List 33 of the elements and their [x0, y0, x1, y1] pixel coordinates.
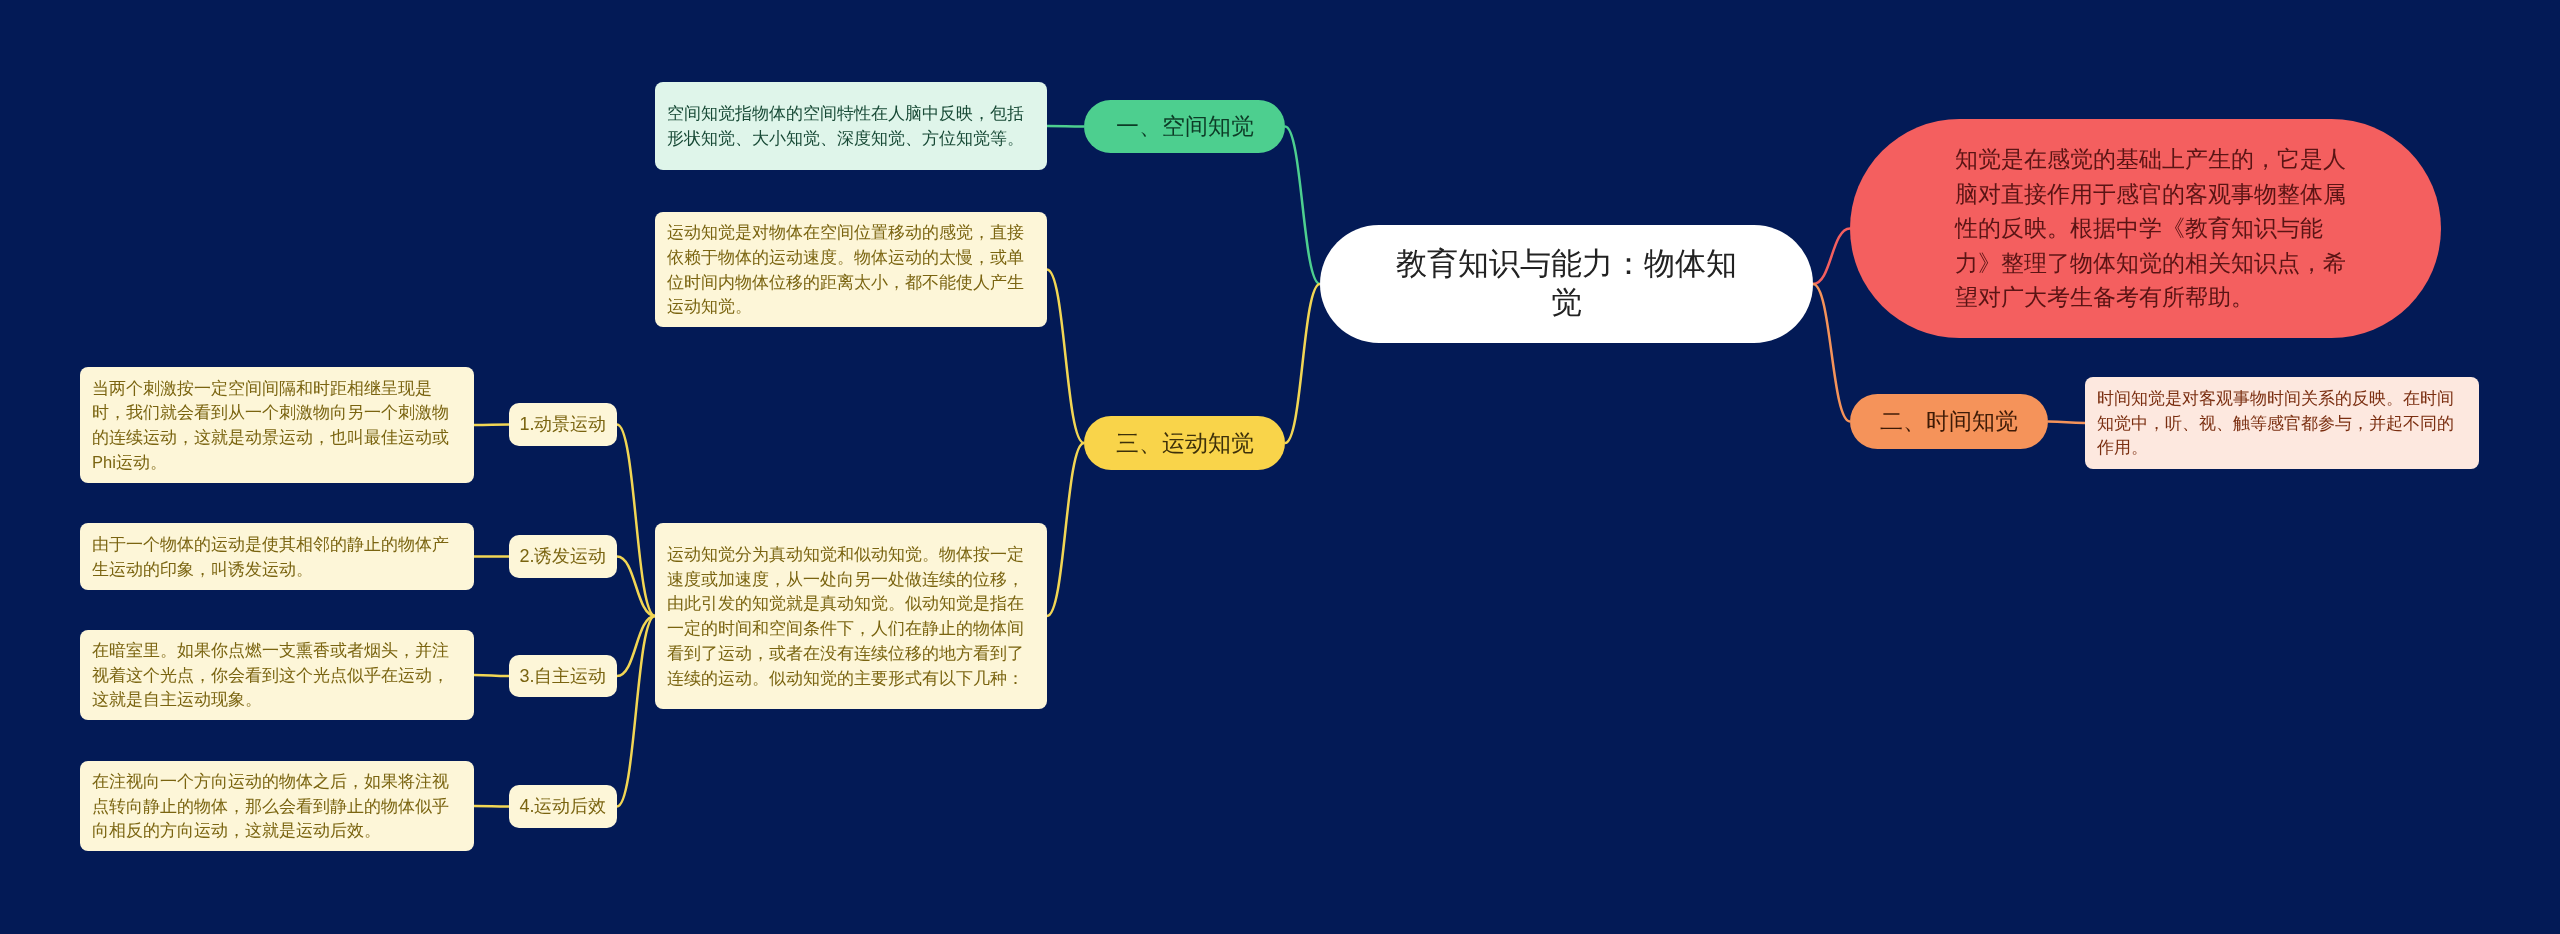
- connector-line: [1284, 283, 1321, 444]
- branch-box: 一、空间知觉: [1084, 100, 1285, 153]
- note-box: 时间知觉是对客观事物时间关系的反映。在时间知觉中，听、视、触等感官都参与，并起不同的作用。: [2085, 377, 2479, 469]
- connector-line: [1046, 268, 1085, 444]
- summary-box: 知觉是在感觉的基础上产生的，它是人脑对直接作用于感官的客观事物整体属性的反映。根据中学《教育知识与能力》整理了物体知觉的相关知识点，希望对广大考生备考有所帮助。: [1850, 119, 2441, 338]
- branch-box: 二、时间知觉: [1850, 394, 2048, 449]
- topic-box: 3.自主运动: [509, 655, 617, 697]
- connector-line: [1812, 227, 1851, 286]
- connector-line: [474, 804, 509, 808]
- topic-box: 4.运动后效: [509, 785, 617, 828]
- connector-line: [474, 555, 509, 558]
- topic-box: 1.动景运动: [509, 403, 617, 446]
- connector-line: [474, 423, 509, 427]
- connector-line: [616, 615, 656, 808]
- note-box: 空间知觉指物体的空间特性在人脑中反映，包括形状知觉、大小知觉、深度知觉、方位知觉等。: [655, 82, 1047, 170]
- topic-box: 2.诱发运动: [509, 535, 617, 578]
- connector-line: [1284, 125, 1321, 285]
- connector-line: [474, 673, 509, 678]
- connector-line: [616, 614, 656, 678]
- note-box: 在暗室里。如果你点燃一支熏香或者烟头，并注视着这个光点，你会看到这个光点似乎在运动，这就是自主运动现象。: [80, 630, 474, 720]
- note-box: 运动知觉是对物体在空间位置移动的感觉，直接依赖于物体的运动速度。物体运动的太慢，或单位时间内物体位移的距离太小，都不能使人产生运动知觉。: [655, 212, 1047, 327]
- note-box: 运动知觉分为真动知觉和似动知觉。物体按一定速度或加速度，从一处向另一处做连续的位移，由此引发的知觉就是真动知觉。似动知觉是指在一定的时间和空间条件下，人们在静止的物体间看到了运动，或者在没有连续位移的地方看到了连续的运动。似动知觉的主要形式有以下几种：: [655, 523, 1047, 709]
- connector-line: [616, 423, 656, 617]
- connector-line: [1812, 282, 1851, 423]
- note-box: 在注视向一个方向运动的物体之后，如果将注视点转向静止的物体，那么会看到静止的物体似乎向相反的方向运动，这就是运动后效。: [80, 761, 474, 851]
- connector-line: [1047, 124, 1084, 128]
- note-box: 当两个刺激按一定空间间隔和时距相继呈现是时，我们就会看到从一个刺激物向另一个刺激物的连续运动，这就是动景运动，也叫最佳运动或Phi运动。: [80, 367, 474, 483]
- connector-line: [1046, 442, 1085, 617]
- branch-box: 三、运动知觉: [1084, 416, 1285, 470]
- note-box: 由于一个物体的运动是使其相邻的静止的物体产生运动的印象，叫诱发运动。: [80, 523, 474, 590]
- connector-line: [2048, 420, 2085, 425]
- topic-box: 教育知识与能力：物体知觉: [1320, 225, 1813, 343]
- connector-line: [616, 555, 656, 618]
